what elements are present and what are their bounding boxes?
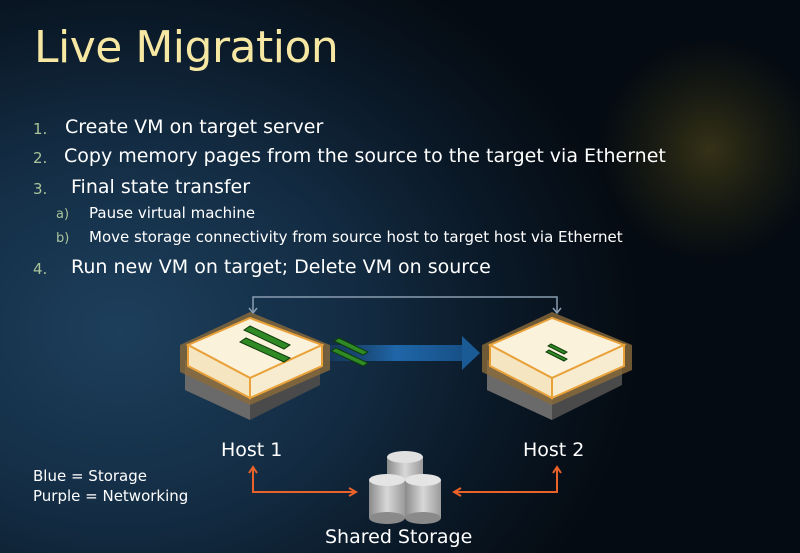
slide-title: Live Migration <box>34 22 339 73</box>
legend-networking: Purple = Networking <box>33 487 189 505</box>
memory-module-icon <box>238 325 292 363</box>
memory-transfer-arrow <box>326 336 480 370</box>
step-number: 4. <box>33 260 48 278</box>
substep-text: Pause virtual machine <box>89 204 256 222</box>
host2-label: Host 2 <box>523 439 585 461</box>
step-text: Run new VM on target; Delete VM on sourc… <box>71 256 491 278</box>
network-arrow <box>248 296 562 315</box>
background-glow <box>600 40 800 260</box>
substep-letter: b) <box>56 231 70 246</box>
memory-module-icon <box>545 343 568 362</box>
substep-letter: a) <box>56 207 70 222</box>
shared-storage-icon <box>369 451 441 524</box>
substep-text: Move storage connectivity from source ho… <box>89 228 623 246</box>
storage-arrow-host2 <box>451 465 562 497</box>
step-number: 3. <box>33 180 48 198</box>
step-text: Final state transfer <box>71 176 251 198</box>
shared-storage-label: Shared Storage <box>325 526 473 548</box>
host2-server-icon <box>482 312 632 420</box>
host1-server-icon <box>180 312 330 420</box>
legend-storage: Blue = Storage <box>33 467 147 485</box>
step-number: 1. <box>33 120 48 138</box>
memory-module-icon <box>329 337 370 367</box>
storage-arrow-host1 <box>248 465 359 497</box>
step-text: Create VM on target server <box>65 116 324 138</box>
host1-label: Host 1 <box>221 439 283 461</box>
step-number: 2. <box>33 149 48 167</box>
step-text: Copy memory pages from the source to the… <box>64 145 666 167</box>
